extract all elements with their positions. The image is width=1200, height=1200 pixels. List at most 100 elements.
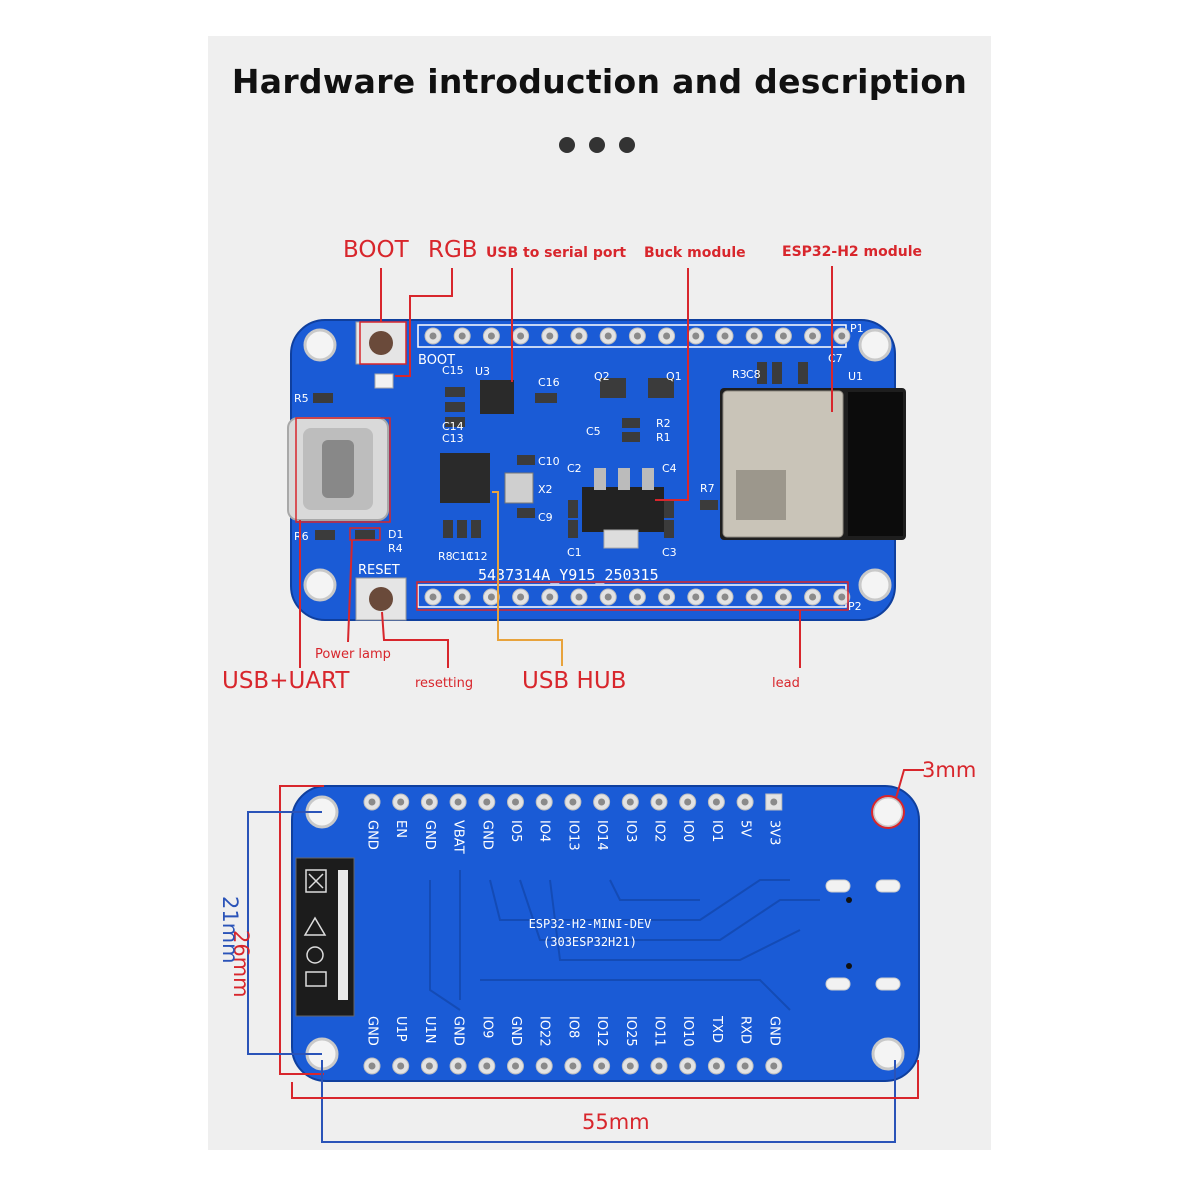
pin-hole (750, 332, 758, 340)
pin-label: IO5 (508, 820, 523, 842)
pcb-traces (429, 870, 820, 1011)
label-power-lamp: Power lamp (315, 647, 391, 662)
label-resetting: resetting (415, 676, 474, 691)
silk-q1: Q1 (666, 370, 682, 383)
pin-label: IO2 (652, 820, 667, 842)
pin-hole (454, 798, 462, 806)
pin-label: IO13 (565, 820, 580, 851)
dim-height-inner: 21mm (218, 896, 242, 964)
board-code: (303ESP32H21) (543, 935, 637, 949)
label-usb-serial: USB to serial port (486, 245, 627, 261)
pin-hole (692, 332, 700, 340)
silk-c16: C16 (538, 376, 560, 389)
pin-hole (838, 332, 846, 340)
pin-header-p2 (424, 588, 851, 606)
silk-c11: C11 (452, 550, 474, 563)
pin-hole (626, 1062, 634, 1070)
certification-label (295, 857, 355, 1017)
pin-label: GND (365, 820, 380, 850)
callout-lines (279, 266, 924, 1075)
pin-label: IO1 (709, 820, 724, 842)
silk-c3: C3 (662, 546, 677, 559)
silk-c9: C9 (538, 511, 553, 524)
mounting-holes-top (303, 328, 892, 602)
pin-hole (741, 1062, 749, 1070)
pin-hole (425, 798, 433, 806)
pin-hole (368, 798, 376, 806)
dot (619, 137, 635, 153)
buck-regulator (582, 487, 664, 532)
pin-hole (663, 593, 671, 601)
silk-serial: 5437314A_Y915_250315 (478, 566, 659, 584)
pin-hole (655, 1062, 663, 1070)
silk-c14: C14 (442, 420, 464, 433)
pin-hole (770, 798, 778, 806)
silk-r3: R3 (732, 368, 747, 381)
pin-hole (741, 798, 749, 806)
silk-r4: R4 (388, 542, 403, 555)
pin-hole (712, 1062, 720, 1070)
pin-hole (770, 1062, 778, 1070)
pin-hole (458, 593, 466, 601)
label-buck-module: Buck module (644, 245, 746, 261)
dot (589, 137, 605, 153)
pin-hole (429, 593, 437, 601)
pin-hole (397, 798, 405, 806)
pin-hole (546, 332, 554, 340)
decorative-dots (559, 137, 639, 155)
pin-label: 3V3 (766, 820, 781, 845)
silk-c8: C8 (746, 368, 761, 381)
pin-label: IO0 (680, 820, 695, 842)
pin-hole (483, 798, 491, 806)
pin-hole (546, 593, 554, 601)
silk-boot: BOOT (418, 353, 455, 368)
label-rgb: RGB (428, 237, 478, 263)
pin-hole (655, 798, 663, 806)
pin-hole (569, 798, 577, 806)
pin-label: IO9 (479, 1016, 494, 1038)
esp32-h2-module (720, 388, 906, 540)
silk-reset: RESET (358, 563, 400, 578)
pin-label: U1N (422, 1016, 437, 1044)
pin-label: GND (422, 820, 437, 850)
usb-serial-chip (480, 380, 514, 414)
pin-hole (779, 593, 787, 601)
silk-c13: C13 (442, 432, 464, 445)
page-title: Hardware introduction and description (231, 62, 968, 101)
pin-hole (604, 332, 612, 340)
silk-r1: R1 (656, 431, 671, 444)
silk-d1: D1 (388, 528, 403, 541)
label-usb-hub: USB HUB (522, 668, 627, 694)
pin-hole (575, 593, 583, 601)
label-esp32-module: ESP32-H2 module (782, 244, 923, 260)
silk-c1: C1 (567, 546, 582, 559)
pin-label: GND (451, 1016, 466, 1046)
usb-hub-chip (440, 453, 490, 503)
pin-hole (487, 332, 495, 340)
silk-c10: C10 (538, 455, 560, 468)
pin-hole (397, 1062, 405, 1070)
dot (559, 137, 575, 153)
pin-label: GND (479, 820, 494, 850)
silk-c7: C7 (828, 352, 843, 365)
dim-width: 55mm (582, 1110, 650, 1134)
silk-c12: C12 (466, 550, 488, 563)
pin-label: IO22 (537, 1016, 552, 1047)
pin-hole (540, 1062, 548, 1070)
pin-hole (598, 1062, 606, 1070)
pin-hole (517, 332, 525, 340)
silk-c2: C2 (567, 462, 582, 475)
pin-label: RXD (738, 1016, 753, 1044)
label-usb-uart: USB+UART (222, 668, 350, 694)
silk-q2: Q2 (594, 370, 610, 383)
silk-p2: P2 (848, 600, 862, 613)
pin-label: IO10 (680, 1016, 695, 1047)
pin-hole (429, 332, 437, 340)
silk-r6: R6 (294, 530, 309, 543)
pin-label: IO14 (594, 820, 609, 851)
bottom-pcb (291, 785, 920, 1082)
pin-hole (633, 593, 641, 601)
crystal (504, 472, 534, 504)
usb-slots (825, 879, 901, 991)
